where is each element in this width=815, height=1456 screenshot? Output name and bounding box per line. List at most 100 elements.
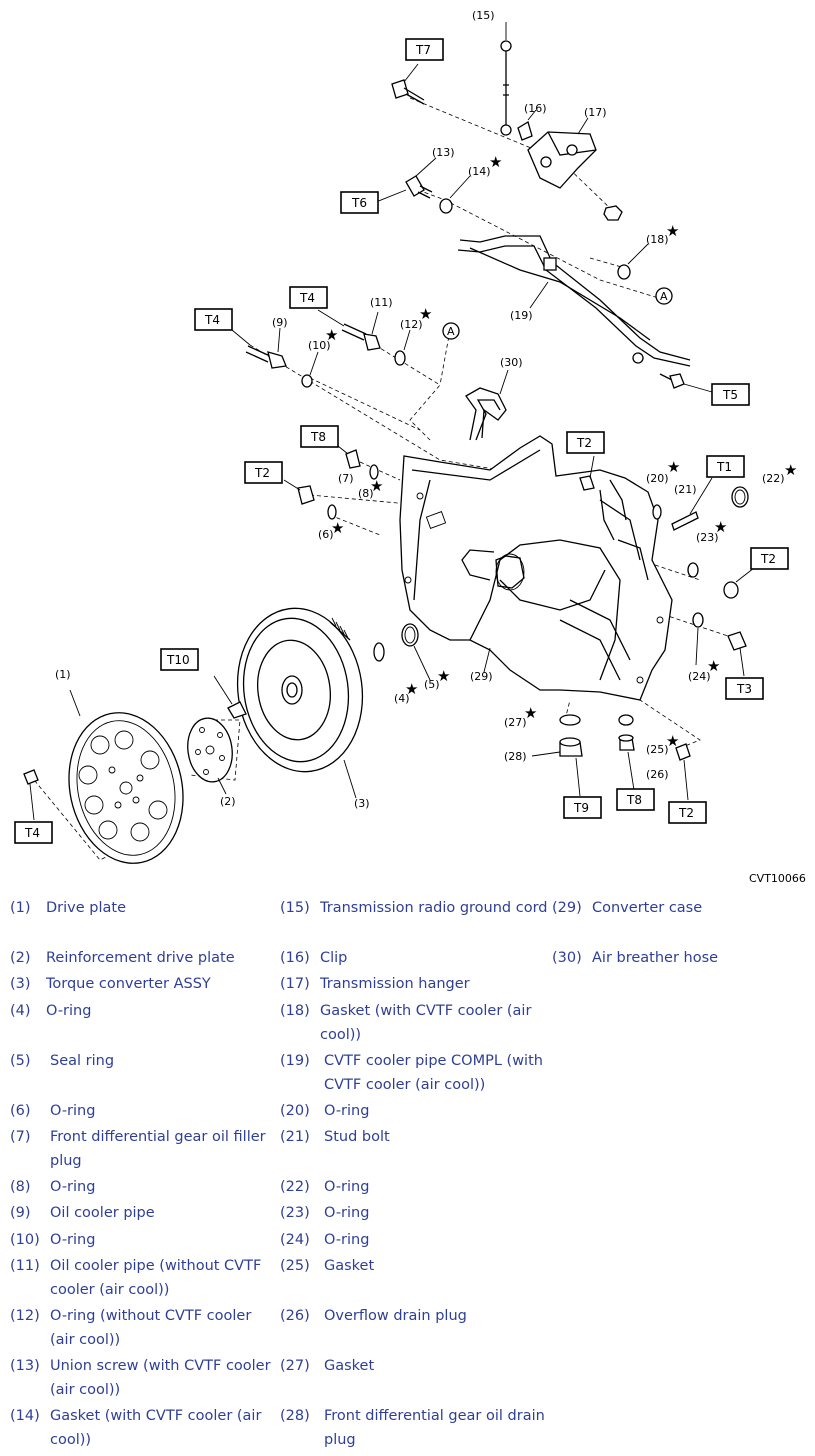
gasket-14-part (439, 198, 453, 214)
legend-item-text: Seal ring (50, 1053, 115, 1069)
legend-item-number: (30) (552, 950, 582, 966)
callout-11: (11) (370, 296, 393, 309)
legend-item-text: Drive plate (46, 900, 126, 916)
callout-23: (23) (696, 531, 719, 544)
legend-item-text: Converter case (592, 900, 703, 916)
o-ring-20-part (652, 504, 662, 520)
callout-13: (13) (432, 146, 455, 159)
legend-item-number: (6) (10, 1103, 31, 1119)
legend-item-text: Transmission radio ground cord (320, 900, 548, 916)
gasket-18-part (617, 264, 631, 280)
t2-bottom-bolt-part (675, 743, 691, 801)
callout-26: (26) (646, 768, 669, 781)
o-ring-24-part (692, 612, 704, 628)
callout-17: (17) (584, 106, 607, 119)
t3-plug-part (727, 631, 747, 677)
gasket-25-part (618, 714, 634, 726)
legend-item-text: Front differential gear oil filler plug (50, 1129, 266, 1169)
torque-t10: T10 (166, 653, 190, 667)
torque-t2-c: T2 (760, 552, 776, 566)
legend-item-text: O-ring (50, 1103, 96, 1119)
reinforcement-drive-plate-part (187, 717, 233, 795)
callout-4: (4) (394, 692, 410, 705)
legend-item-text: CVTF cooler pipe COMPL (with CVTF cooler… (324, 1053, 543, 1093)
ground-cord-part (500, 22, 512, 136)
callout-7: (7) (338, 472, 354, 485)
legend-item-number: (8) (10, 1179, 31, 1195)
callout-2: (2) (220, 795, 236, 808)
callout-8: (8) (358, 487, 374, 500)
legend-item-number: (10) (10, 1232, 40, 1248)
torque-t4-a: T4 (299, 291, 315, 305)
legend-item-number: (9) (10, 1205, 31, 1221)
torque-t7: T7 (415, 43, 431, 57)
torque-t4-c: T4 (24, 826, 40, 840)
torque-t8-a: T8 (310, 430, 326, 444)
callout-labels: (15) (16) (17) (13) (14) (18) (19) (11) … (55, 9, 785, 810)
legend-item-number: (18) (280, 1003, 310, 1019)
legend-item-number: (19) (280, 1053, 310, 1069)
legend-item-number: (15) (280, 900, 310, 916)
drain-plug-28-part (531, 737, 583, 797)
legend-item-text: Transmission hanger (320, 976, 470, 992)
legend-item-text: Reinforcement drive plate (46, 950, 235, 966)
figure-code: CVT10066 (749, 872, 806, 885)
callout-16: (16) (524, 102, 547, 115)
torque-t2-d: T2 (678, 806, 694, 820)
o-ring-6-part (327, 504, 337, 520)
drive-plate-part (68, 689, 184, 864)
clip-part (517, 109, 537, 141)
legend-item-number: (16) (280, 950, 310, 966)
torque-t6: T6 (351, 196, 367, 210)
legend-item-number: (3) (10, 976, 31, 992)
legend-item-number: (11) (10, 1258, 40, 1274)
star-icon: ★ (666, 222, 679, 240)
legend-item-number: (7) (10, 1129, 31, 1145)
star-icon: ★ (437, 667, 450, 685)
star-icon: ★ (667, 458, 680, 476)
legend-item-number: (24) (280, 1232, 310, 1248)
t2-right-plug-part (723, 567, 755, 599)
torque-t2-b: T2 (254, 466, 270, 480)
callout-15: (15) (472, 9, 495, 22)
legend-item-number: (26) (280, 1308, 310, 1324)
callout-27: (27) (504, 716, 527, 729)
assembly-dashed-lines (29, 97, 741, 861)
replace-stars: ★ ★ ★ ★ ★ ★ ★ ★ ★ ★ ★ ★ ★ ★ (325, 153, 797, 750)
o-ring-12-part (394, 350, 406, 366)
legend-item-number: (29) (552, 900, 582, 916)
legend-item-text: O-ring (46, 1003, 92, 1019)
o-ring-23-part (687, 562, 699, 578)
star-icon: ★ (707, 657, 720, 675)
legend-item-number: (13) (10, 1358, 40, 1374)
legend-item-text: Torque converter ASSY (46, 976, 211, 992)
legend-item-number: (2) (10, 950, 31, 966)
legend-item-text: Gasket (324, 1358, 375, 1374)
legend-item-text: Gasket (with CVTF cooler (air cool)) (320, 1003, 532, 1043)
legend-item-text: Overflow drain plug (324, 1308, 467, 1324)
star-icon: ★ (325, 326, 338, 344)
marker-a-label-1: A (660, 290, 668, 303)
callout-1: (1) (55, 668, 71, 681)
legend-item-text: O-ring (50, 1232, 96, 1248)
torque-t9: T9 (573, 801, 589, 815)
callout-29: (29) (470, 670, 493, 683)
legend-item-text: O-ring (324, 1232, 370, 1248)
callout-25: (25) (646, 743, 669, 756)
oil-cooler-pipe-9-part (231, 327, 287, 369)
callout-12: (12) (400, 318, 423, 331)
callout-28: (28) (504, 750, 527, 763)
legend-item-number: (14) (10, 1408, 40, 1424)
marker-a-2: A (442, 322, 460, 340)
callout-18: (18) (646, 233, 669, 246)
callout-30: (30) (500, 356, 523, 369)
callout-3: (3) (354, 797, 370, 810)
callout-24: (24) (688, 670, 711, 683)
legend-item-number: (28) (280, 1408, 310, 1424)
torque-t4-b: T4 (204, 313, 220, 327)
callout-21: (21) (674, 483, 697, 496)
air-breather-hose-part (465, 369, 509, 441)
oil-cooler-pipe-11-part (317, 309, 381, 351)
star-icon: ★ (370, 477, 383, 495)
star-icon: ★ (784, 461, 797, 479)
